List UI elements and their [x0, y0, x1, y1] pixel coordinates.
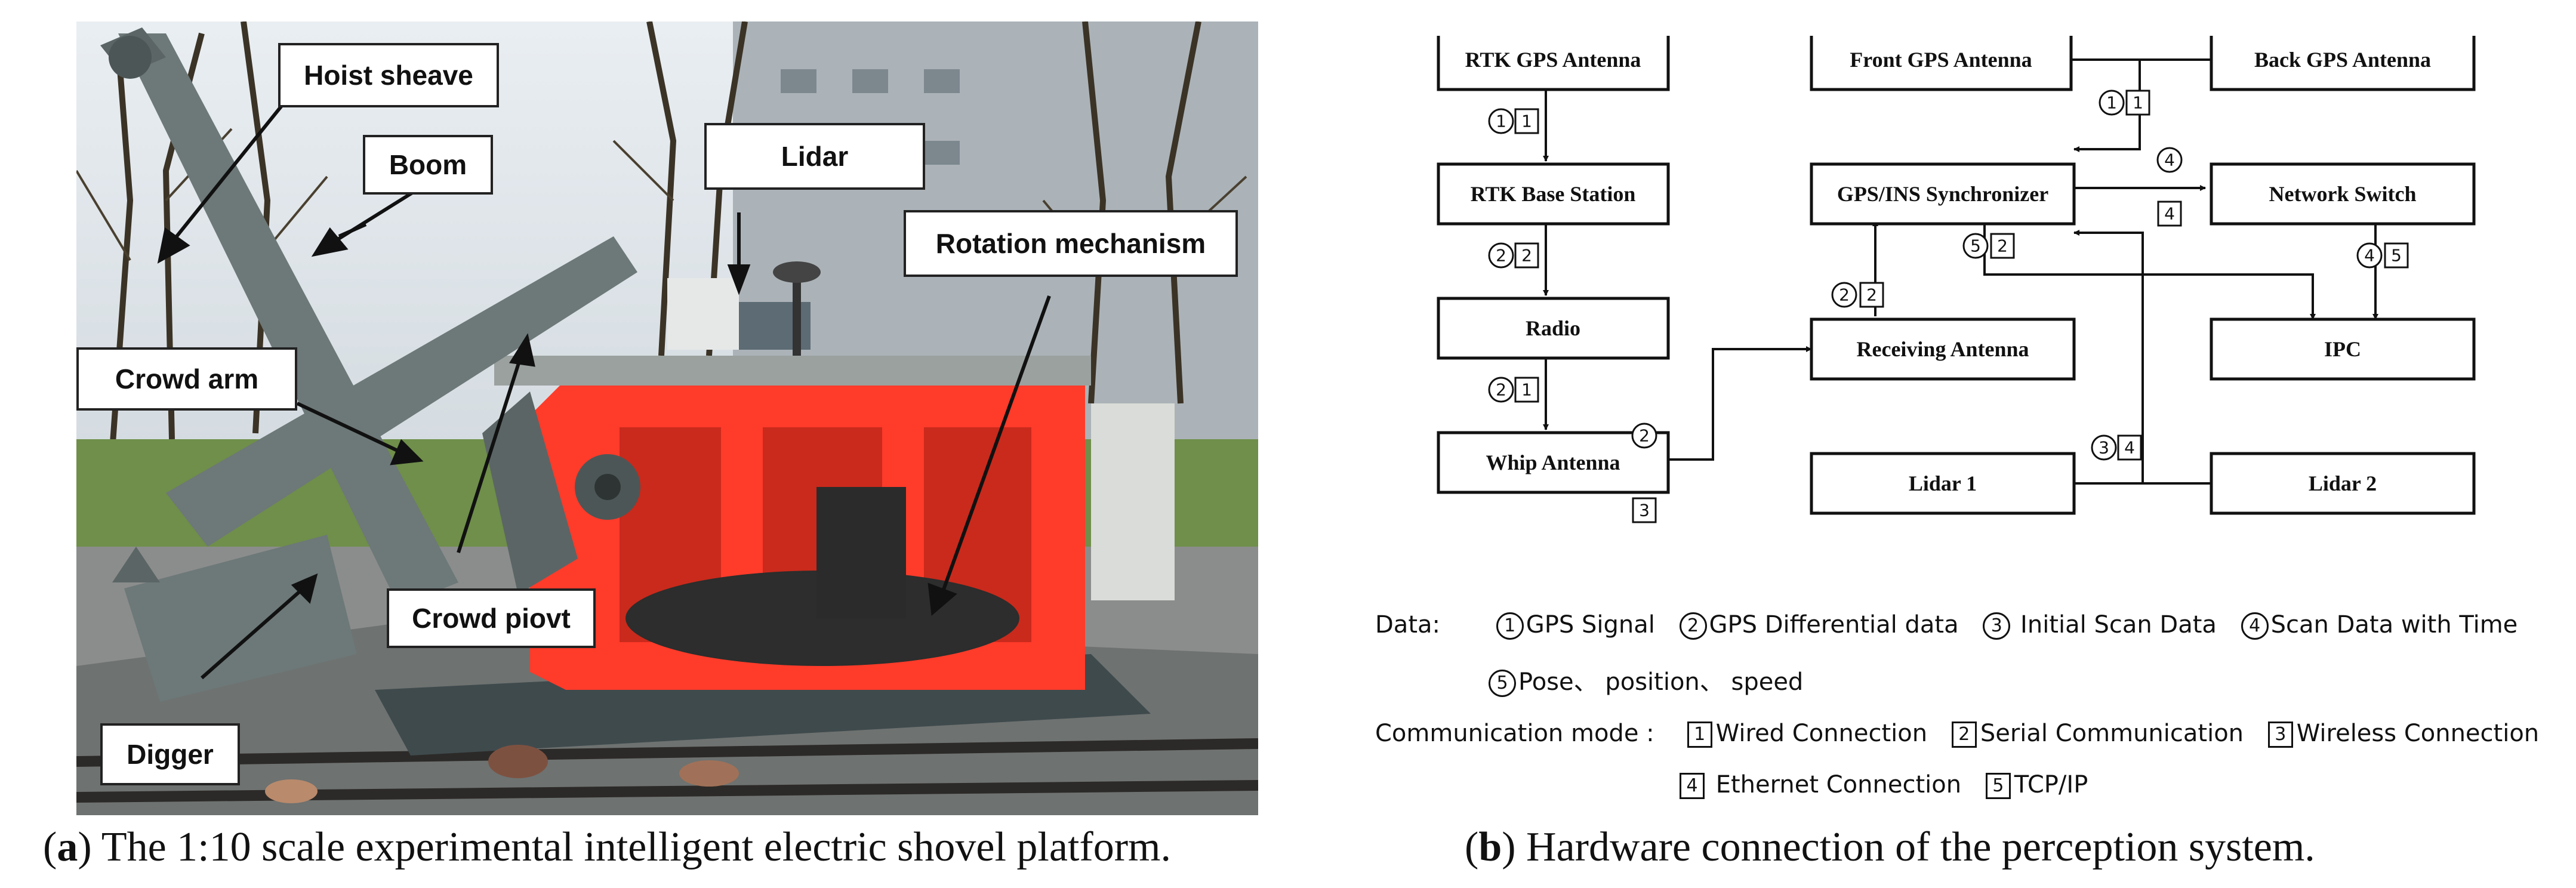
legend-data-item: 3 Initial Scan Data	[1983, 611, 2217, 640]
communication-mode-number: 3	[1639, 501, 1650, 520]
data-type-number: 2	[1639, 426, 1650, 446]
label-rotation-mechanism: Rotation mechanism	[904, 210, 1238, 277]
caption-a: (a) The 1:10 scale experimental intellig…	[43, 824, 1171, 870]
data-type-number: 1	[1496, 112, 1506, 131]
data-type-marker	[2099, 90, 2125, 116]
data-type-number: 3	[2099, 438, 2109, 458]
box-network-switch: Network Switch	[2269, 182, 2417, 206]
data-type-marker	[2091, 434, 2117, 461]
box-lidar-2: Lidar 2	[2309, 471, 2377, 495]
data-type-number: 2	[1839, 285, 1850, 305]
data-type-number: 2	[1496, 246, 1506, 266]
label-boom: Boom	[363, 135, 493, 195]
communication-mode-marker	[2384, 242, 2409, 269]
data-type-marker	[1488, 377, 1514, 403]
communication-mode-marker	[1990, 233, 2015, 259]
box-receiving-antenna: Receiving Antenna	[1856, 337, 2029, 361]
hardware-connection-diagram: RTK GPS Antenna RTK Base Station Radio W…	[1437, 36, 2476, 523]
communication-mode-marker	[2125, 90, 2150, 116]
label-crowd-arm: Crowd arm	[76, 347, 297, 411]
box-rtk-base-station: RTK Base Station	[1471, 182, 1636, 206]
data-type-number: 4	[2164, 150, 2175, 170]
legend-data-label: Data:	[1375, 611, 1440, 639]
communication-mode-number: 4	[2164, 204, 2175, 224]
data-type-marker	[1488, 108, 1514, 134]
communication-mode-marker	[2117, 434, 2142, 461]
legend-comm-item: 4 Ethernet Connection	[1680, 771, 1961, 799]
data-type-marker	[2156, 147, 2183, 173]
box-gps-ins-synchronizer: GPS/INS Synchronizer	[1837, 182, 2048, 206]
communication-mode-number: 1	[1521, 380, 1532, 400]
caption-b: (b) Hardware connection of the perceptio…	[1465, 824, 2315, 870]
shovel-photo: Hoist sheave Boom Lidar Rotation mechani…	[76, 21, 1258, 815]
data-type-marker	[1488, 242, 1514, 269]
box-whip-antenna: Whip Antenna	[1486, 451, 1620, 474]
shovel-photo-illustration	[76, 21, 1258, 815]
box-rtk-gps-antenna: RTK GPS Antenna	[1465, 48, 1641, 72]
data-type-number: 1	[2106, 93, 2117, 113]
data-type-marker	[1962, 233, 1989, 259]
data-type-marker	[1831, 282, 1857, 308]
communication-mode-number: 1	[1521, 112, 1532, 131]
communication-mode-number: 4	[2124, 438, 2135, 458]
data-type-number: 4	[2364, 246, 2375, 266]
communication-mode-marker	[2157, 201, 2182, 227]
communication-mode-number: 1	[2133, 93, 2143, 113]
box-front-gps-antenna: Front GPS Antenna	[1850, 48, 2032, 72]
communication-mode-number: 2	[1521, 246, 1532, 266]
communication-mode-number: 2	[1866, 285, 1877, 305]
label-crowd-pivot: Crowd piovt	[387, 588, 596, 648]
label-lidar: Lidar	[704, 123, 925, 190]
communication-mode-number: 2	[1997, 236, 2008, 256]
communication-mode-marker	[1514, 242, 1539, 269]
data-type-marker	[2356, 242, 2383, 269]
data-type-marker	[1631, 423, 1657, 449]
box-ipc: IPC	[2324, 337, 2361, 361]
data-type-number: 2	[1496, 380, 1506, 400]
communication-mode-number: 5	[2391, 246, 2402, 266]
label-hoist-sheave: Hoist sheave	[278, 43, 499, 107]
legend-comm-label: Communication mode :	[1375, 720, 1654, 747]
label-digger: Digger	[100, 723, 240, 785]
data-type-number: 5	[1970, 236, 1981, 256]
communication-mode-marker	[1632, 497, 1657, 523]
communication-mode-marker	[1514, 377, 1539, 403]
communication-mode-marker	[1514, 108, 1539, 134]
box-lidar-1: Lidar 1	[1909, 471, 1977, 495]
box-radio: Radio	[1526, 316, 1580, 340]
box-back-gps-antenna: Back GPS Antenna	[2254, 48, 2431, 72]
communication-mode-marker	[1859, 282, 1884, 308]
